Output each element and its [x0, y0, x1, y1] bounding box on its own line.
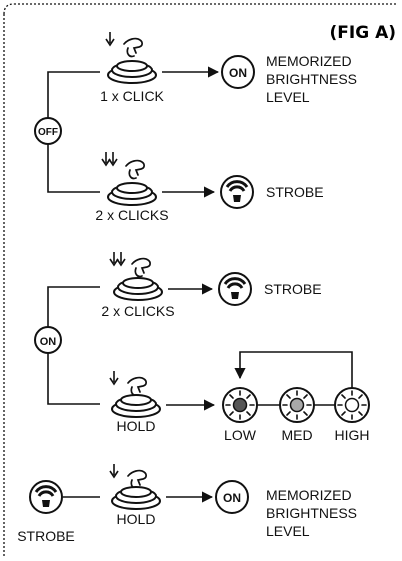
level-med-label: MED — [281, 427, 312, 443]
brightness-low-icon — [222, 387, 258, 423]
on-section: ON 2 x CLICKS STROBE HOLD — [34, 251, 370, 443]
down-arrow-icon — [105, 31, 115, 46]
memorized-line-1: MEMORIZED — [266, 53, 352, 69]
down-arrow-icon — [101, 151, 111, 166]
on-badge-icon — [221, 55, 255, 89]
strobe-memorized-line-1: MEMORIZED — [266, 487, 352, 503]
push-button-icon — [107, 60, 157, 84]
off-section: OFF 1 x CLICK ON MEMORIZED BRIGHTNESS LE… — [34, 31, 357, 223]
strobe-memorized-line-2: BRIGHTNESS — [266, 505, 357, 521]
on-badge-label: ON — [229, 66, 247, 80]
on-strobe-result-label: STROBE — [264, 281, 322, 297]
finger-press-icon — [127, 469, 147, 490]
single-click-label: 1 x CLICK — [100, 88, 164, 104]
push-button-icon — [113, 277, 163, 301]
level-high-label: HIGH — [335, 427, 370, 443]
finger-press-icon — [123, 37, 143, 58]
strobe-light-icon — [28, 479, 64, 515]
strobe-result-label: STROBE — [266, 184, 324, 200]
strobe-light-icon — [217, 271, 253, 307]
level-low-label: LOW — [224, 427, 257, 443]
finger-press-icon — [125, 159, 145, 180]
on-state-label: ON — [40, 336, 57, 348]
strobe-light-icon — [219, 174, 255, 210]
on-double-click-label: 2 x CLICKS — [101, 303, 174, 319]
down-arrow-icon — [109, 251, 119, 266]
off-state-label: OFF — [38, 127, 58, 138]
down-arrow-icon — [109, 463, 119, 478]
finger-press-icon — [127, 376, 147, 397]
push-button-icon — [107, 182, 157, 206]
memorized-line-3: LEVEL — [266, 89, 310, 105]
brightness-med-icon — [279, 387, 315, 423]
on-state-badge — [34, 326, 62, 354]
memorized-line-2: BRIGHTNESS — [266, 71, 357, 87]
down-arrow-icon — [116, 251, 126, 266]
off-state-badge — [34, 117, 62, 145]
strobe-hold-label: HOLD — [117, 511, 156, 527]
double-click-label: 2 x CLICKS — [95, 207, 168, 223]
down-arrow-icon — [108, 151, 118, 166]
strobe-section: STROBE HOLD ON MEMORIZED BRIGHTNESS LEVE… — [17, 463, 357, 544]
figure-label: (FIG A) — [329, 23, 396, 43]
hold-label: HOLD — [117, 418, 156, 434]
strobe-on-badge-label: ON — [223, 491, 241, 505]
brightness-high-icon — [334, 387, 370, 423]
push-button-icon — [111, 394, 161, 418]
down-arrow-icon — [109, 370, 119, 385]
finger-press-icon — [131, 257, 151, 278]
strobe-memorized-line-3: LEVEL — [266, 523, 310, 539]
on-badge-icon — [215, 480, 249, 514]
strobe-state-label: STROBE — [17, 528, 75, 544]
push-button-icon — [111, 486, 161, 510]
